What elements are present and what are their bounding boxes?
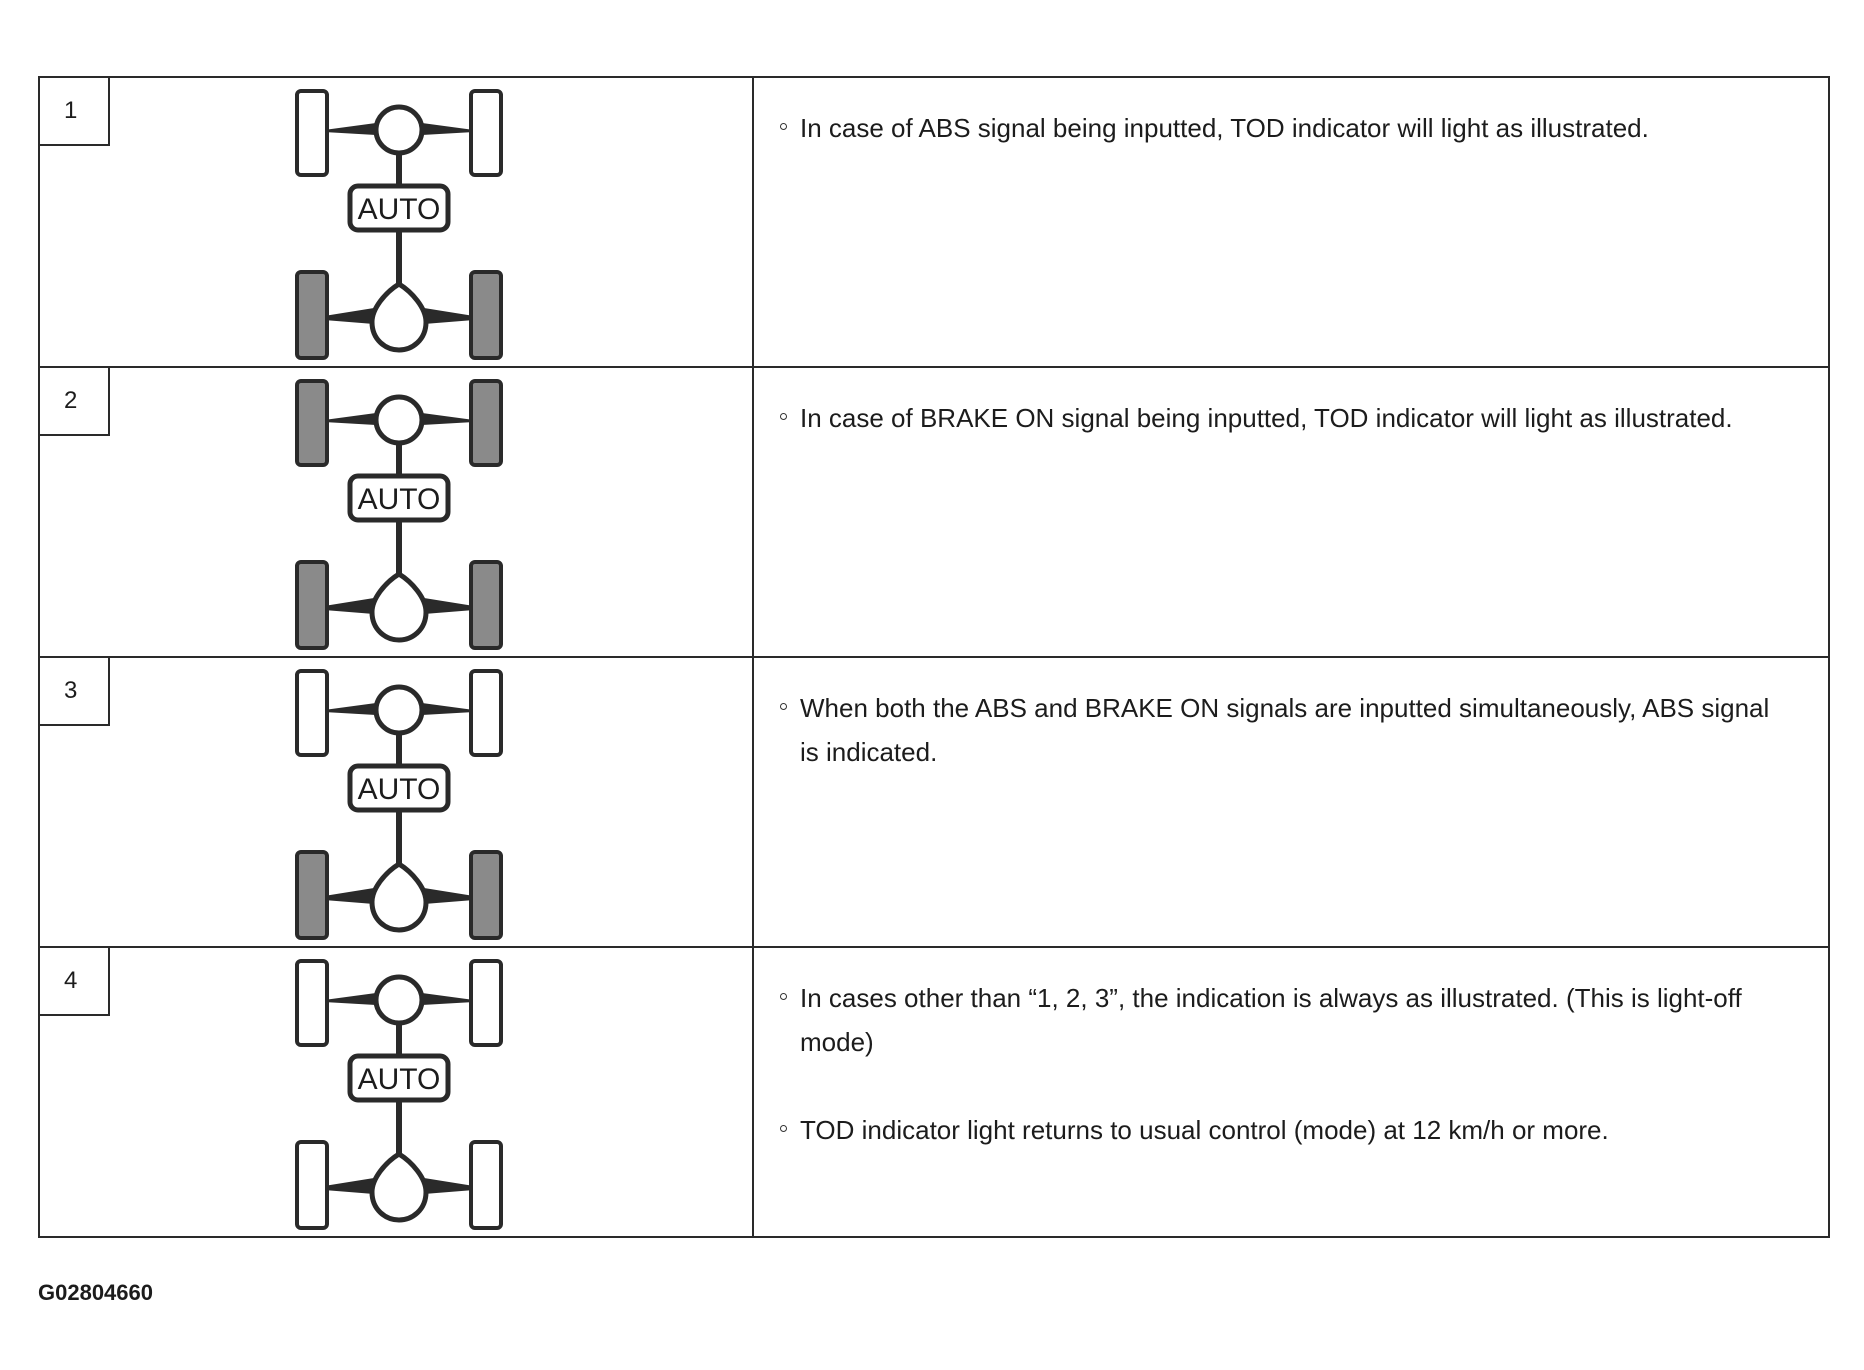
auto-badge-label: AUTO — [358, 773, 441, 806]
front-differential — [373, 394, 425, 446]
description-cell: In case of ABS signal being inputted, TO… — [754, 78, 1828, 366]
front-axle-left — [324, 703, 376, 715]
front-axle-right — [422, 413, 474, 425]
front-axle-left — [324, 993, 376, 1005]
front-axle-right — [422, 993, 474, 1005]
rear-left-wheel — [295, 1140, 329, 1230]
bullet-icon — [780, 1125, 787, 1132]
bullet-icon — [780, 993, 787, 1000]
auto-badge-label: AUTO — [358, 483, 441, 516]
illustration-cell: 3 AUTO — [38, 656, 754, 946]
front-axle-left — [324, 413, 376, 425]
drivetrain-diagram: AUTO — [295, 89, 503, 360]
drivetrain-diagram: AUTO — [295, 379, 503, 650]
bullet-item: When both the ABS and BRAKE ON signals a… — [780, 686, 1788, 774]
rear-differential — [369, 571, 429, 643]
row-number: 3 — [38, 656, 110, 726]
bullet-text: When both the ABS and BRAKE ON signals a… — [800, 693, 1770, 767]
bullet-icon — [780, 123, 787, 130]
rear-right-wheel — [469, 560, 503, 650]
row-number: 2 — [38, 366, 110, 436]
auto-badge — [347, 183, 451, 233]
illustration-cell: 1 AUTO — [38, 76, 754, 366]
bullet-item: TOD indicator light returns to usual con… — [780, 1108, 1788, 1152]
rear-left-wheel — [295, 270, 329, 360]
row-number: 1 — [38, 76, 110, 146]
front-right-wheel — [469, 669, 503, 757]
table-row: 4 AUTO In cases other than “1, 2, 3”, th… — [38, 946, 1828, 1236]
bullet-text: In case of ABS signal being inputted, TO… — [800, 113, 1649, 143]
front-right-wheel — [469, 379, 503, 467]
front-right-wheel — [469, 89, 503, 177]
auto-badge — [347, 1053, 451, 1103]
table-row: 3 AUTO When both the ABS and BRAKE ON si… — [38, 656, 1828, 948]
indicator-table: 1 AUTO In case of ABS signal being input… — [38, 76, 1830, 1238]
rear-axle-right — [424, 888, 474, 904]
front-axle-right — [422, 123, 474, 135]
bullet-item: In cases other than “1, 2, 3”, the indic… — [780, 976, 1788, 1064]
front-left-wheel — [295, 959, 329, 1047]
table-row: 2 AUTO In case of BRAKE ON signal being … — [38, 366, 1828, 658]
illustration-cell: 2 AUTO — [38, 366, 754, 656]
bullet-icon — [780, 703, 787, 710]
front-axle-right — [422, 703, 474, 715]
bullet-item: In case of ABS signal being inputted, TO… — [780, 106, 1788, 150]
drivetrain-diagram: AUTO — [295, 669, 503, 940]
front-differential — [373, 684, 425, 736]
rear-axle-right — [424, 598, 474, 614]
front-differential — [373, 104, 425, 156]
front-axle-left — [324, 123, 376, 135]
illustration-cell: 4 AUTO — [38, 946, 754, 1236]
bullet-item: In case of BRAKE ON signal being inputte… — [780, 396, 1788, 440]
table-row: 1 AUTO In case of ABS signal being input… — [38, 76, 1828, 368]
bullet-text: TOD indicator light returns to usual con… — [800, 1115, 1609, 1145]
rear-differential — [369, 1151, 429, 1223]
auto-badge-label: AUTO — [358, 1063, 441, 1096]
row-number: 4 — [38, 946, 110, 1016]
rear-right-wheel — [469, 270, 503, 360]
front-differential — [373, 974, 425, 1026]
rear-left-wheel — [295, 850, 329, 940]
description-cell: In case of BRAKE ON signal being inputte… — [754, 368, 1828, 656]
bullet-text: In case of BRAKE ON signal being inputte… — [800, 403, 1733, 433]
rear-axle-left — [324, 308, 374, 324]
rear-differential — [369, 861, 429, 933]
rear-right-wheel — [469, 850, 503, 940]
auto-badge — [347, 763, 451, 813]
rear-axle-right — [424, 308, 474, 324]
rear-right-wheel — [469, 1140, 503, 1230]
rear-axle-left — [324, 888, 374, 904]
auto-badge — [347, 473, 451, 523]
bullet-icon — [780, 413, 787, 420]
rear-axle-left — [324, 1178, 374, 1194]
figure-code: G02804660 — [38, 1280, 153, 1305]
description-cell: In cases other than “1, 2, 3”, the indic… — [754, 948, 1828, 1236]
bullet-text: In cases other than “1, 2, 3”, the indic… — [800, 983, 1742, 1057]
front-left-wheel — [295, 379, 329, 467]
drivetrain-diagram: AUTO — [295, 959, 503, 1230]
front-left-wheel — [295, 89, 329, 177]
front-right-wheel — [469, 959, 503, 1047]
auto-badge-label: AUTO — [358, 193, 441, 226]
front-left-wheel — [295, 669, 329, 757]
rear-differential — [369, 281, 429, 353]
description-cell: When both the ABS and BRAKE ON signals a… — [754, 658, 1828, 946]
rear-left-wheel — [295, 560, 329, 650]
rear-axle-left — [324, 598, 374, 614]
rear-axle-right — [424, 1178, 474, 1194]
